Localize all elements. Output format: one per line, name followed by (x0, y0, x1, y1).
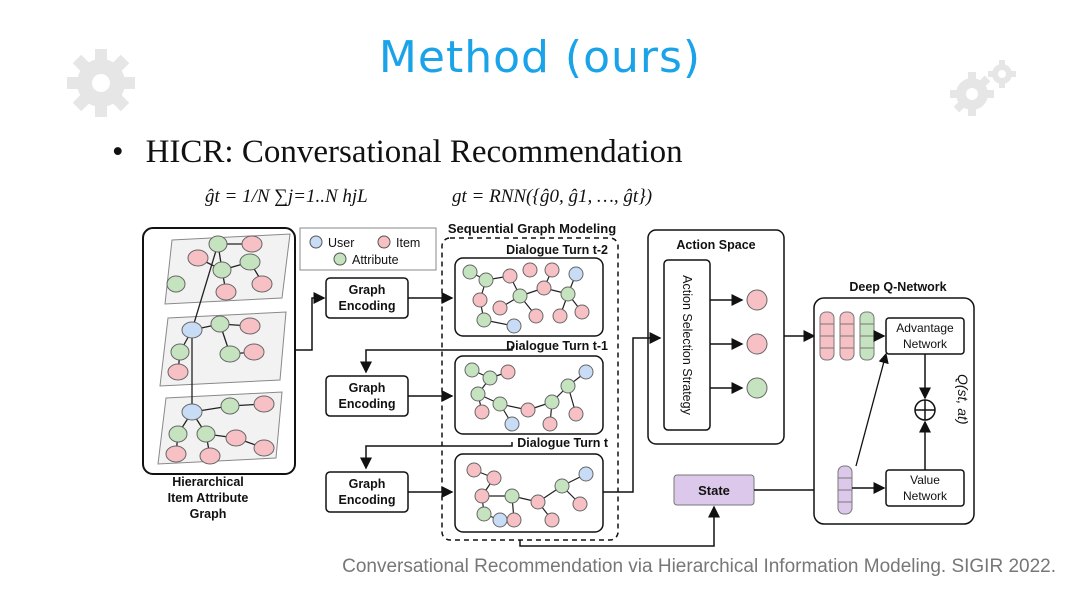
legend-box (299, 227, 437, 271)
graph-encoding-1-line1: Graph (349, 283, 386, 297)
action-candidate-item-1 (746, 289, 768, 311)
state-label: State (698, 483, 730, 498)
citation: Conversational Recommendation via Hierar… (342, 556, 1056, 577)
hierarchical-graph-label-2: Item Attribute (168, 491, 249, 505)
bullet-dot: • (112, 134, 124, 170)
sequence-to-action-connector (603, 332, 662, 493)
turn-graph-t (454, 453, 604, 533)
legend-attribute-marker (333, 252, 347, 266)
graph-encoding-1: Graph Encoding (325, 277, 409, 319)
action-space-title: Action Space (676, 238, 755, 252)
gears-icon (950, 60, 1016, 116)
graph-encoding-1-line2: Encoding (339, 299, 396, 313)
graph-encoding-3-line1: Graph (349, 477, 386, 491)
legend-item-marker (377, 235, 391, 249)
action-strategy-label: Action Selection Strategy (680, 275, 694, 415)
advantage-network: Advantage Network (885, 317, 965, 355)
slide-title: Method (ours) (378, 32, 702, 83)
turn-feedback-connector-2 (360, 442, 513, 470)
turn-feedback-connector-1 (360, 346, 513, 374)
action-embedding-vectors (819, 311, 875, 361)
turn-label-t: Dialogue Turn t (517, 436, 609, 450)
action-candidate-item-2 (746, 333, 768, 355)
graph-encoding-2-line2: Encoding (339, 397, 396, 411)
q-value-label: Q(st, at) (955, 374, 971, 425)
action-strategy-box (663, 259, 711, 431)
hierarchy-nodes (165, 235, 275, 465)
turn-label-t-1: Dialogue Turn t-1 (506, 339, 608, 353)
graph-encoding-2-line1: Graph (349, 381, 386, 395)
value-line2: Network (903, 489, 948, 503)
action-candidate-attribute (746, 377, 768, 399)
value-network: Value Network (885, 469, 965, 507)
graph-encoding-3-line2: Encoding (339, 493, 396, 507)
advantage-line1: Advantage (896, 321, 954, 335)
gear-icon (67, 49, 135, 117)
pooling-formula: ĝt = 1/N ∑j=1..N hjL (205, 186, 368, 207)
hierarchy-to-encoder-connector (295, 292, 326, 351)
turn-label-t-2: Dialogue Turn t-2 (506, 243, 608, 257)
value-line1: Value (910, 473, 940, 487)
legend-user-marker (309, 235, 323, 249)
hierarchical-graph-label-1: Hierarchical (172, 475, 244, 489)
legend-item-label: Item (396, 236, 420, 250)
sequential-title: Sequential Graph Modeling (448, 221, 616, 236)
dqn-title: Deep Q-Network (849, 280, 946, 294)
legend-user-label: User (328, 236, 354, 250)
sequence-to-state-connector (519, 505, 720, 547)
turn-graph-t-1 (454, 355, 604, 435)
turn-graph-t-2 (454, 257, 604, 337)
bullet-text: HICR: Conversational Recommendation (145, 134, 683, 170)
aggregation-plus-icon (914, 399, 936, 421)
legend-attribute-label: Attribute (352, 253, 399, 267)
state-embedding-vector (837, 465, 853, 515)
graph-encoding-3: Graph Encoding (325, 471, 409, 513)
advantage-line2: Network (903, 337, 948, 351)
rnn-formula: gt = RNN({ĝ0, ĝ1, …, ĝt}) (452, 186, 653, 207)
hierarchical-graph-label-3: Graph (190, 507, 227, 521)
graph-encoding-2: Graph Encoding (325, 375, 409, 417)
bullet-item: • HICR: Conversational Recommendation (112, 134, 683, 171)
sequential-frame (441, 237, 619, 541)
state-to-advantage-arrow (855, 352, 889, 467)
